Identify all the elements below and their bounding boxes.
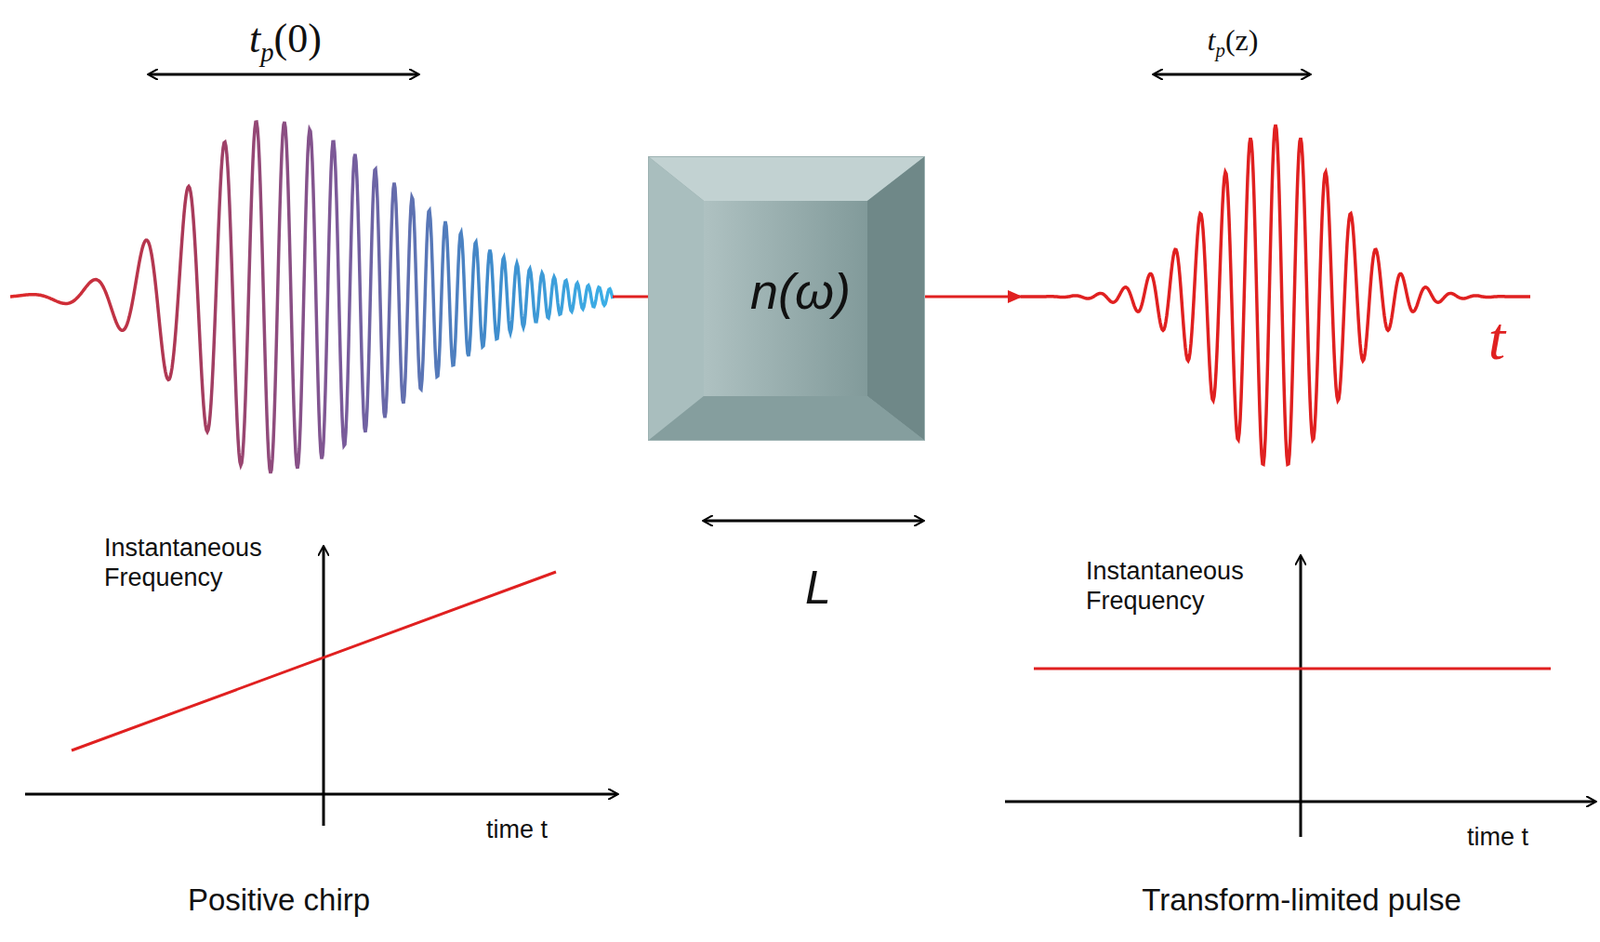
duration-arrow bbox=[1153, 73, 1310, 77]
axis-label: time t bbox=[1467, 822, 1529, 852]
caption-text: Transform-limited pulse bbox=[1141, 882, 1462, 918]
beam-arrow bbox=[925, 295, 1021, 299]
duration-label: tp(z) bbox=[1207, 23, 1259, 62]
length-label: L bbox=[805, 560, 832, 615]
length-arrow bbox=[703, 519, 924, 523]
frequency-axis bbox=[322, 546, 326, 826]
transform-limited-pulse bbox=[1020, 124, 1531, 464]
time-symbol: t bbox=[1488, 303, 1506, 374]
time-axis bbox=[25, 793, 618, 796]
axis-label: time t bbox=[486, 815, 548, 845]
dispersive-block: n(ω) bbox=[647, 156, 926, 441]
caption-text: Positive chirp bbox=[187, 882, 371, 918]
frequency-line bbox=[1033, 667, 1551, 671]
axis-label: Instantaneous Frequency bbox=[104, 532, 291, 594]
frequency-axis bbox=[1299, 555, 1303, 837]
block-label: n(ω) bbox=[750, 262, 851, 320]
frequency-line bbox=[71, 571, 556, 751]
duration-label: tp(0) bbox=[249, 14, 322, 68]
axis-label: Instantaneous Frequency bbox=[1085, 555, 1272, 617]
duration-arrow bbox=[148, 73, 419, 77]
chirped-pulse bbox=[10, 121, 613, 474]
